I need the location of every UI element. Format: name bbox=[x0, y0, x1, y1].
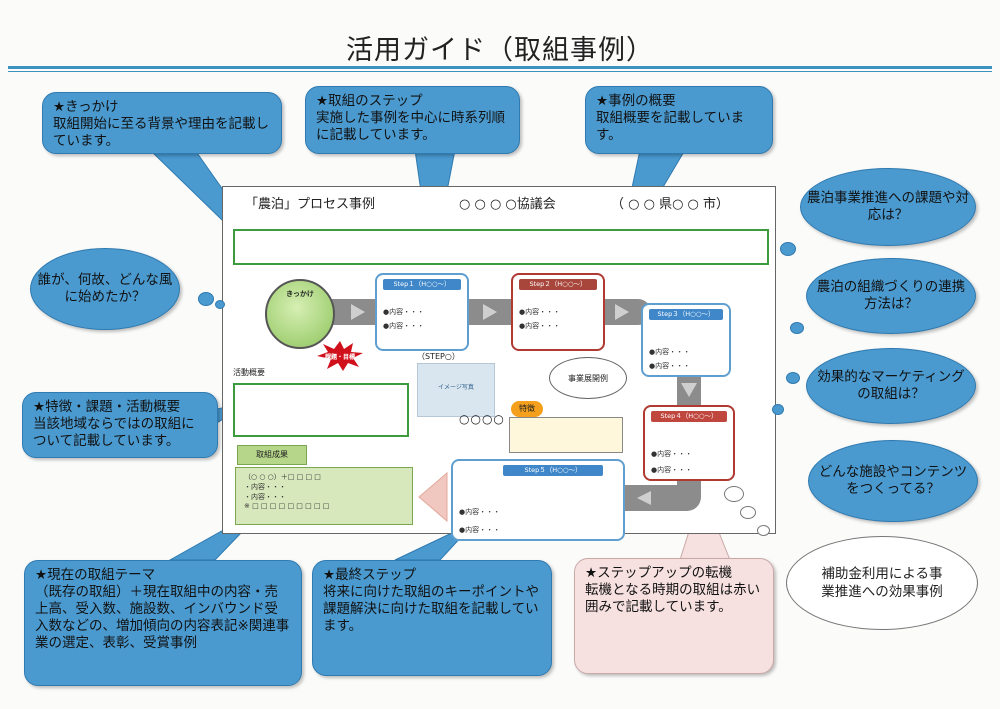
step-3-line-2: ●内容・・・ bbox=[649, 362, 691, 370]
callout-overview-heading: ★事例の概要 bbox=[596, 93, 676, 109]
burst-label: 課題・目標 bbox=[324, 354, 355, 361]
cloud-bubble bbox=[198, 292, 214, 306]
cloud-bubble bbox=[740, 506, 756, 519]
results-line-3: ・内容・・・ bbox=[244, 493, 286, 501]
step-1-label: Step１（H○○～） bbox=[383, 279, 461, 290]
council-name: ○ ○ ○ ○協議会 bbox=[459, 197, 556, 212]
overview-box bbox=[233, 229, 769, 265]
example-label: 事業展開例 bbox=[549, 357, 627, 399]
step-1-line-1: ●内容・・・ bbox=[383, 308, 425, 316]
step-card-4: Step４（H○○～） ●内容・・・ ●内容・・・ bbox=[643, 405, 735, 481]
results-line-2: ・内容・・・ bbox=[244, 483, 286, 491]
region-name: （ ○ ○ 県○ ○ 市） bbox=[611, 197, 730, 212]
callout-final: ★最終ステップ 将来に向けた取組のキーポイントや課題解決に向けた取組を記載してい… bbox=[312, 560, 552, 676]
results-line-1: （○ ○ ○）＋□ □ □ □ bbox=[244, 473, 321, 481]
callout-kikkake-heading: ★きっかけ bbox=[53, 99, 119, 115]
case-document-sample: 「農泊」プロセス事例 ○ ○ ○ ○協議会 （ ○ ○ 県○ ○ 市） きっかけ… bbox=[222, 186, 776, 541]
case-title: 「農泊」プロセス事例 bbox=[245, 197, 376, 212]
step-4-label: Step４（H○○～） bbox=[651, 411, 727, 422]
callout-steps-heading: ★取組のステップ bbox=[316, 93, 423, 109]
callout-features: ★特徴・課題・活動概要 当該地域ならではの取組について記載しています。 bbox=[22, 392, 218, 458]
cloud-organization: 農泊の組織づくりの連携方法は？ bbox=[806, 258, 976, 334]
cloud-who-why: 誰が、何故、どんな風に始めたか？ bbox=[30, 248, 180, 330]
step-4-line-2: ●内容・・・ bbox=[651, 466, 693, 474]
ellipsis-dots: ○○○○ bbox=[459, 412, 505, 426]
image-label: イメージ写真 bbox=[438, 384, 474, 391]
step-card-5: Step５（H○○～） ●内容・・・ ●内容・・・ bbox=[451, 459, 625, 541]
feature-tag: 特徴 bbox=[511, 401, 543, 417]
step-2-line-1: ●内容・・・ bbox=[519, 308, 561, 316]
cloud-subsidy: 補助金利用による事業推進への効果事例 bbox=[786, 536, 978, 630]
callout-stepup: ★ステップアップの転機 転機となる時期の取組は赤い囲みで記載しています。 bbox=[574, 558, 774, 674]
step-2-label: Step２（H○○～） bbox=[519, 279, 597, 290]
callout-kikkake: ★きっかけ 取組開始に至る背景や理由を記載しています。 bbox=[42, 92, 282, 154]
results-line-4: ※ □ □ □ □ □ □ □ □ □ bbox=[244, 502, 330, 510]
step-4-line-1: ●内容・・・ bbox=[651, 450, 693, 458]
results-label: 取組成果 bbox=[237, 445, 307, 465]
step-5-line-2: ●内容・・・ bbox=[459, 526, 501, 534]
cloud-bubble bbox=[724, 486, 744, 502]
step-2-line-2: ●内容・・・ bbox=[519, 322, 561, 330]
step-3-label: Step３（H○○～） bbox=[649, 309, 723, 320]
cloud-facilities: どんな施設やコンテンツをつくってる？ bbox=[808, 440, 978, 522]
callout-final-heading: ★最終ステップ bbox=[323, 567, 417, 583]
callout-overview: ★事例の概要 取組概要を記載しています。 bbox=[585, 86, 773, 154]
step-card-3: Step３（H○○～） ●内容・・・ ●内容・・・ bbox=[641, 303, 731, 377]
cloud-bubble bbox=[215, 300, 225, 309]
callout-stepup-heading: ★ステップアップの転機 bbox=[585, 565, 733, 581]
callout-final-body: 将来に向けた取組のキーポイントや課題解決に向けた取組を記載しています。 bbox=[323, 584, 539, 634]
cloud-bubble bbox=[757, 525, 770, 536]
step-marker: （STEP○） bbox=[417, 352, 460, 361]
step-5-line-1: ●内容・・・ bbox=[459, 508, 501, 516]
cloud-bubble bbox=[790, 322, 804, 334]
callout-overview-body: 取組概要を記載しています。 bbox=[596, 110, 745, 143]
callout-kikkake-body: 取組開始に至る背景や理由を記載しています。 bbox=[53, 116, 269, 149]
kikkake-label: きっかけ bbox=[286, 290, 314, 298]
step-5-label: Step５（H○○～） bbox=[503, 465, 603, 476]
callout-steps-body: 実施した事例を中心に時系列順に記載しています。 bbox=[316, 110, 505, 143]
page-title: 活用ガイド（取組事例） bbox=[346, 35, 654, 66]
feature-box bbox=[509, 417, 623, 453]
process-arrows bbox=[351, 304, 697, 523]
kikkake-circle: きっかけ bbox=[265, 279, 335, 349]
cloud-bubble bbox=[786, 372, 800, 384]
cloud-marketing: 効果的なマーケティングの取組は？ bbox=[806, 348, 976, 424]
cloud-bubble bbox=[772, 404, 784, 415]
activity-label: 活動概要 bbox=[233, 368, 265, 377]
image-placeholder: イメージ写真 bbox=[417, 363, 495, 417]
step-3-line-1: ●内容・・・ bbox=[649, 348, 691, 356]
callout-current-body: （既存の取組）＋現在取組中の内容・売上高、受入数、施設数、インバウンド受入数など… bbox=[35, 584, 290, 651]
results-box: （○ ○ ○）＋□ □ □ □ ・内容・・・ ・内容・・・ ※ □ □ □ □ … bbox=[235, 467, 413, 525]
callout-stepup-body: 転機となる時期の取組は赤い囲みで記載しています。 bbox=[585, 582, 761, 615]
callout-features-heading: ★特徴・課題・活動概要 bbox=[33, 399, 181, 415]
issue-burst bbox=[317, 341, 363, 371]
title-rule bbox=[8, 66, 992, 69]
activity-box bbox=[233, 383, 409, 437]
cloud-bubble bbox=[780, 242, 796, 256]
cloud-issues: 農泊事業推進への課題や対応は？ bbox=[800, 168, 976, 246]
callout-current-heading: ★現在の取組テーマ bbox=[35, 567, 156, 583]
callout-features-body: 当該地域ならではの取組について記載しています。 bbox=[33, 416, 195, 449]
step-card-2: Step２（H○○～） ●内容・・・ ●内容・・・ bbox=[511, 273, 605, 351]
title-rule-thin bbox=[8, 71, 992, 72]
step-card-1: Step１（H○○～） ●内容・・・ ●内容・・・ bbox=[375, 273, 469, 351]
step-1-line-2: ●内容・・・ bbox=[383, 322, 425, 330]
callout-current: ★現在の取組テーマ （既存の取組）＋現在取組中の内容・売上高、受入数、施設数、イ… bbox=[24, 560, 302, 686]
callout-steps: ★取組のステップ 実施した事例を中心に時系列順に記載しています。 bbox=[305, 86, 520, 154]
cloud-subsidy-text: 補助金利用による事業推進への効果事例 bbox=[821, 566, 943, 600]
